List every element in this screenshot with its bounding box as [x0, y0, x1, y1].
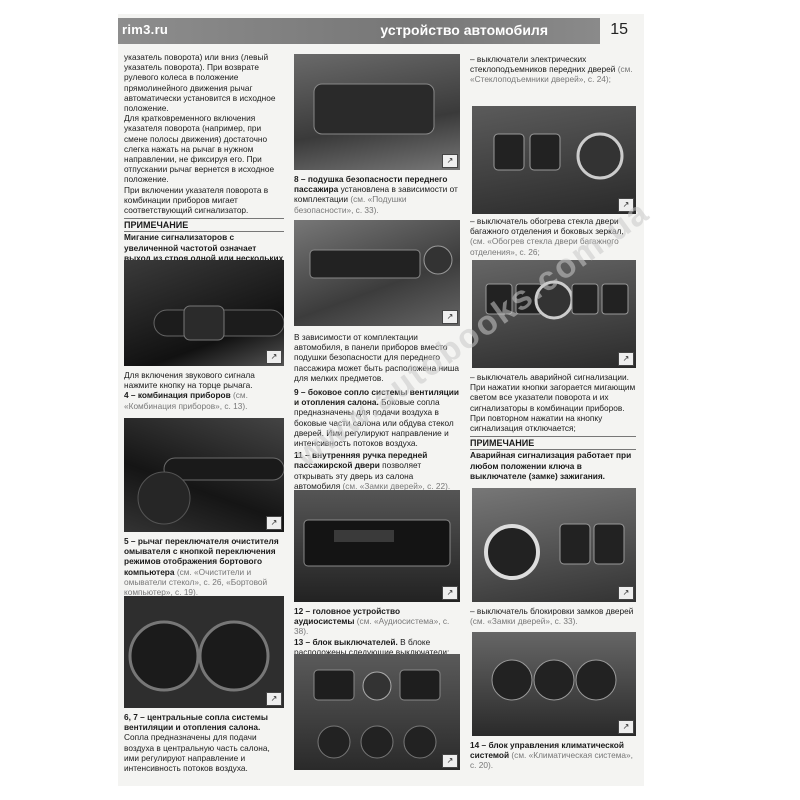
climate-illustration [491, 659, 617, 701]
camera-icon: ↗ [266, 692, 282, 706]
switch-windows-ref: (см. «Стеклоподъемники дверей», с. 24); [470, 64, 633, 85]
photo-hazard-switch: ↗ [472, 260, 636, 368]
camera-icon: ↗ [618, 720, 634, 734]
item-14-title: 14 – блок управления климатической систе… [470, 740, 624, 761]
camera-icon: ↗ [442, 310, 458, 324]
item-67-text: Сопла предназначены для подачи воздуха в… [124, 732, 270, 774]
note-title-2: ПРИМЕЧАНИЕ [470, 436, 636, 451]
switch-block-illustration [313, 669, 441, 759]
item-4-title: 4 – комбинация приборов [124, 390, 231, 401]
photo-central-vents: ↗ [124, 596, 284, 708]
text-indicator: При включении указателя поворота в комби… [124, 184, 269, 216]
column-3-windows: – выключатели электрических стеклоподъем… [470, 54, 636, 85]
camera-icon: ↗ [442, 754, 458, 768]
vents-illustration [128, 620, 270, 692]
item-13-title: 13 – блок выключателей. [294, 636, 398, 647]
column-2-item8: 8 – подушка безопасности переднего пасса… [294, 174, 460, 215]
item-9-title: 9 – боковое сопло системы вентиляции и о… [294, 387, 459, 408]
item-5-title: 5 – рычаг переключателя очистителя омыва… [124, 536, 279, 577]
photo-wiper-lever: ↗ [124, 418, 284, 532]
camera-icon: ↗ [618, 198, 634, 212]
site-name: rim3.ru [122, 22, 169, 37]
hazard-illustration [485, 280, 629, 320]
switch-windows-text: – выключатели электрических стеклоподъем… [470, 54, 616, 75]
photo-horn-lever: ↗ [124, 260, 284, 366]
camera-icon: ↗ [266, 350, 282, 364]
column-3-hazard: – выключатель аварийной сигнализации. Пр… [470, 372, 636, 481]
item-8-title: 8 – подушка безопасности переднего пасса… [294, 174, 448, 195]
text-turn-signal: указатель поворота) или вниз (левый указ… [124, 52, 276, 114]
switch-heat-text: – выключатель обогрева стекла двери бага… [470, 216, 624, 237]
photo-lock-switch: ↗ [472, 488, 636, 602]
photo-niche: ↗ [294, 220, 460, 326]
switch-hazard-text: – выключатель аварийной сигнализации. Пр… [470, 372, 636, 434]
camera-icon: ↗ [618, 586, 634, 600]
photo-climate: ↗ [472, 632, 636, 736]
wiper-illustration [137, 457, 284, 525]
section-title: устройство автомобиля [380, 22, 548, 38]
camera-icon: ↗ [442, 154, 458, 168]
manual-page: rim3.ru устройство автомобиля 15 указате… [118, 14, 657, 786]
item-8-ref: (см. «Подушки безопасности», с. 33). [294, 194, 407, 215]
photo-audio: ↗ [294, 490, 460, 602]
page-number: 15 [610, 21, 628, 38]
note-text-2: Аварийная сигнализация работает при любо… [470, 450, 632, 481]
photo-airbag: ↗ [294, 54, 460, 170]
camera-icon: ↗ [442, 586, 458, 600]
window-switches-illustration [493, 132, 624, 180]
lock-switch-illustration [484, 523, 625, 580]
item-14-ref: (см. «Климатическая система», с. 20). [470, 750, 633, 771]
airbag-illustration [313, 83, 435, 135]
text-brief-turn: Для кратковременного включения указателя… [124, 113, 275, 185]
item-11-text: позволяет открывать эту дверь из салона … [294, 460, 422, 491]
switch-lock-text: – выключатель блокировки замков дверей [470, 606, 634, 616]
header-bar: rim3.ru устройство автомобиля [118, 18, 600, 44]
item-12-title: 12 – головное устройство аудиосистемы [294, 606, 401, 627]
lever-illustration [153, 305, 284, 341]
item-9-text: Боковые сопла предназначены для подачи в… [294, 397, 454, 449]
item-67-title: 6, 7 – центральные сопла системы вентиля… [124, 712, 268, 733]
text-niche: В зависимости от комплектации автомобиля… [294, 332, 460, 383]
column-2-items12-13: 12 – головное устройство аудиосистемы (с… [294, 606, 460, 657]
item-8-text: установлена в зависимости от комплектаци… [294, 184, 458, 205]
item-12-ref: (см. «Аудиосистема», с. 38). [294, 616, 450, 637]
column-1-item5: 5 – рычаг переключателя очистителя омыва… [124, 536, 284, 597]
camera-icon: ↗ [266, 516, 282, 530]
item-11-title: 11 – внутренняя ручка передней пассажирс… [294, 450, 428, 471]
item-4-ref: (см. «Комбинация приборов», с. 13). [124, 390, 248, 411]
note-title: ПРИМЕЧАНИЕ [124, 218, 284, 233]
photo-window-switches: ↗ [472, 106, 636, 214]
column-1-mid: Для включения звукового сигнала нажмите … [124, 370, 284, 411]
column-3-item14: 14 – блок управления климатической систе… [470, 740, 636, 771]
column-3-heat: – выключатель обогрева стекла двери бага… [470, 216, 636, 257]
item-11-ref: (см. «Замки дверей», с. 22). [342, 480, 451, 491]
niche-illustration [309, 245, 453, 279]
audio-illustration [303, 519, 451, 567]
page-header: rim3.ru устройство автомобиля 15 [118, 18, 644, 44]
switch-heat-ref: (см. «Обогрев стекла двери багажного отд… [470, 236, 619, 257]
camera-icon: ↗ [618, 352, 634, 366]
item-13-text: В блоке расположены следующие выключател… [294, 636, 450, 657]
photo-switch-block: ↗ [294, 654, 460, 770]
column-1-top: указатель поворота) или вниз (левый указ… [124, 52, 284, 273]
caption-horn: Для включения звукового сигнала нажмите … [124, 370, 255, 391]
switch-lock-ref: (см. «Замки дверей», с. 33). [470, 616, 578, 627]
column-3-lock: – выключатель блокировки замков дверей (… [470, 606, 636, 626]
column-2-middle: В зависимости от комплектации автомобиля… [294, 332, 460, 491]
column-1-item67: 6, 7 – центральные сопла системы вентиля… [124, 712, 284, 773]
item-5-ref: (см. «Очистители и омыватели стекол», с.… [124, 566, 268, 598]
